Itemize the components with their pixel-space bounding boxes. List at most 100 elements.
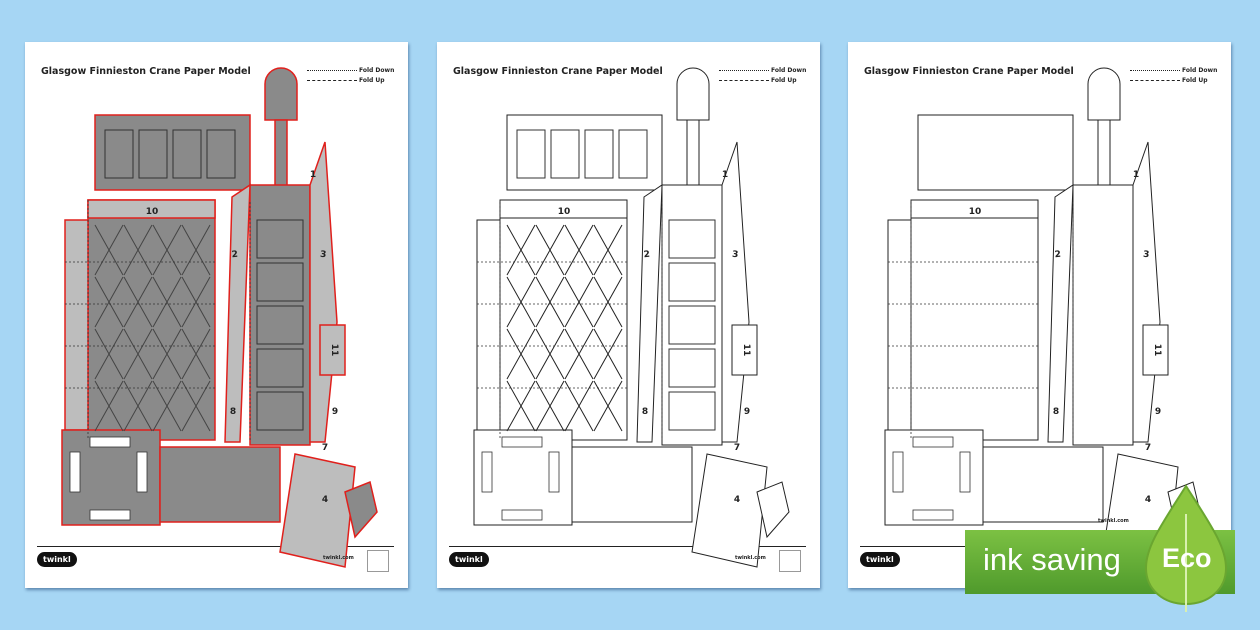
crane-stem-piece — [1097, 119, 1111, 193]
top-box-panel — [618, 129, 648, 179]
lattice-mark — [506, 224, 536, 276]
piece-number-10: 10 — [558, 207, 571, 217]
worksheet-title: Glasgow Finnieston Crane Paper Model — [453, 66, 663, 77]
twinkl-logo: twinkl — [449, 552, 489, 567]
lattice-mark — [506, 276, 536, 328]
window-cutout — [136, 451, 148, 493]
window-cutout — [501, 436, 543, 448]
worksheet-page-3[interactable]: Glasgow Finnieston Crane Paper Model Fol… — [848, 42, 1231, 588]
window-cutout — [892, 451, 904, 493]
piece-number-9: 9 — [332, 407, 338, 417]
tower-piece — [249, 184, 311, 446]
tower-panel — [256, 262, 304, 302]
tower-panel — [256, 348, 304, 388]
top-box-panel — [516, 129, 546, 179]
quality-badge-icon — [779, 550, 801, 572]
fold-up-label: Fold Up — [359, 77, 385, 84]
lattice-mark — [535, 328, 565, 380]
quality-badge-icon — [367, 550, 389, 572]
fold-down-label: Fold Down — [359, 67, 395, 74]
footer-divider — [37, 546, 394, 547]
ink-saving-label: ink saving — [983, 542, 1121, 577]
fold-down-label: Fold Down — [1182, 67, 1218, 74]
piece-number-4: 4 — [734, 495, 740, 505]
fold-down-label: Fold Down — [771, 67, 807, 74]
worksheet-title: Glasgow Finnieston Crane Paper Model — [41, 66, 251, 77]
lattice-mark — [123, 276, 153, 328]
lattice-mark — [564, 276, 594, 328]
piece-number-3: 3 — [1143, 250, 1150, 261]
piece-number-2: 2 — [643, 250, 650, 261]
crane-stem-piece — [274, 119, 288, 193]
lattice-mark — [564, 224, 594, 276]
tab-11-piece — [1142, 324, 1169, 376]
lattice-mark — [94, 224, 124, 276]
tower-panel — [668, 262, 716, 302]
top-box-piece — [917, 114, 1074, 191]
piece-number-7: 7 — [734, 443, 740, 453]
strip-2-piece — [636, 184, 663, 443]
footer-divider — [449, 546, 806, 547]
lattice-mark — [506, 380, 536, 432]
worksheet-page-2[interactable]: Glasgow Finnieston Crane Paper Model Fol… — [437, 42, 820, 588]
window-cutout — [501, 509, 543, 521]
lattice-mark — [123, 224, 153, 276]
piece-number-8: 8 — [1053, 407, 1059, 417]
strip-3-piece — [721, 141, 750, 443]
lattice-mark — [94, 328, 124, 380]
main-box-piece — [87, 199, 216, 441]
top-box-panel — [138, 129, 168, 179]
worksheet-page-1[interactable]: Glasgow Finnieston Crane Paper Model Fol… — [25, 42, 408, 588]
piece-number-1: 1 — [1133, 170, 1139, 180]
top-box-panel — [172, 129, 202, 179]
piece-4-flap — [756, 481, 790, 539]
lattice-mark — [181, 224, 211, 276]
side-flaps-piece — [476, 219, 501, 431]
piece-number-2: 2 — [1054, 250, 1061, 261]
piece-4-flap — [344, 480, 378, 539]
piece-number-1: 1 — [722, 170, 728, 180]
top-box-panel — [206, 129, 236, 179]
lattice-mark — [181, 276, 211, 328]
fold-up-label: Fold Up — [771, 77, 797, 84]
strip-3-piece — [309, 141, 338, 443]
tower-piece — [1072, 184, 1134, 446]
strip-2-piece — [224, 183, 251, 443]
strip-2-piece — [1047, 184, 1074, 443]
crane-head-piece — [1087, 67, 1121, 121]
lattice-mark — [535, 224, 565, 276]
lattice-mark — [564, 328, 594, 380]
window-cutout — [912, 436, 954, 448]
piece-4 — [691, 453, 768, 568]
window-cutout — [548, 451, 560, 493]
tower-panel — [256, 219, 304, 259]
side-flaps-piece — [64, 219, 89, 431]
lattice-mark — [94, 276, 124, 328]
window-cutout — [959, 451, 971, 493]
site-url: twinkl.com — [735, 555, 766, 561]
lattice-mark — [535, 380, 565, 432]
fold-up-label: Fold Up — [1182, 77, 1208, 84]
strip-3-piece — [1132, 141, 1161, 443]
tower-panel — [668, 348, 716, 388]
bottom-strip-piece — [571, 446, 693, 523]
top-box-panel — [584, 129, 614, 179]
lattice-mark — [152, 276, 182, 328]
window-cutout — [89, 436, 131, 448]
piece-number-11: 11 — [329, 344, 339, 357]
lattice-mark — [593, 224, 623, 276]
lattice-mark — [152, 328, 182, 380]
lattice-mark — [181, 328, 211, 380]
top-box-panel — [550, 129, 580, 179]
piece-number-9: 9 — [744, 407, 750, 417]
twinkl-logo: twinkl — [37, 552, 77, 567]
piece-number-4: 4 — [322, 495, 328, 505]
lattice-mark — [94, 380, 124, 432]
lattice-mark — [593, 276, 623, 328]
piece-number-4: 4 — [1145, 495, 1151, 505]
